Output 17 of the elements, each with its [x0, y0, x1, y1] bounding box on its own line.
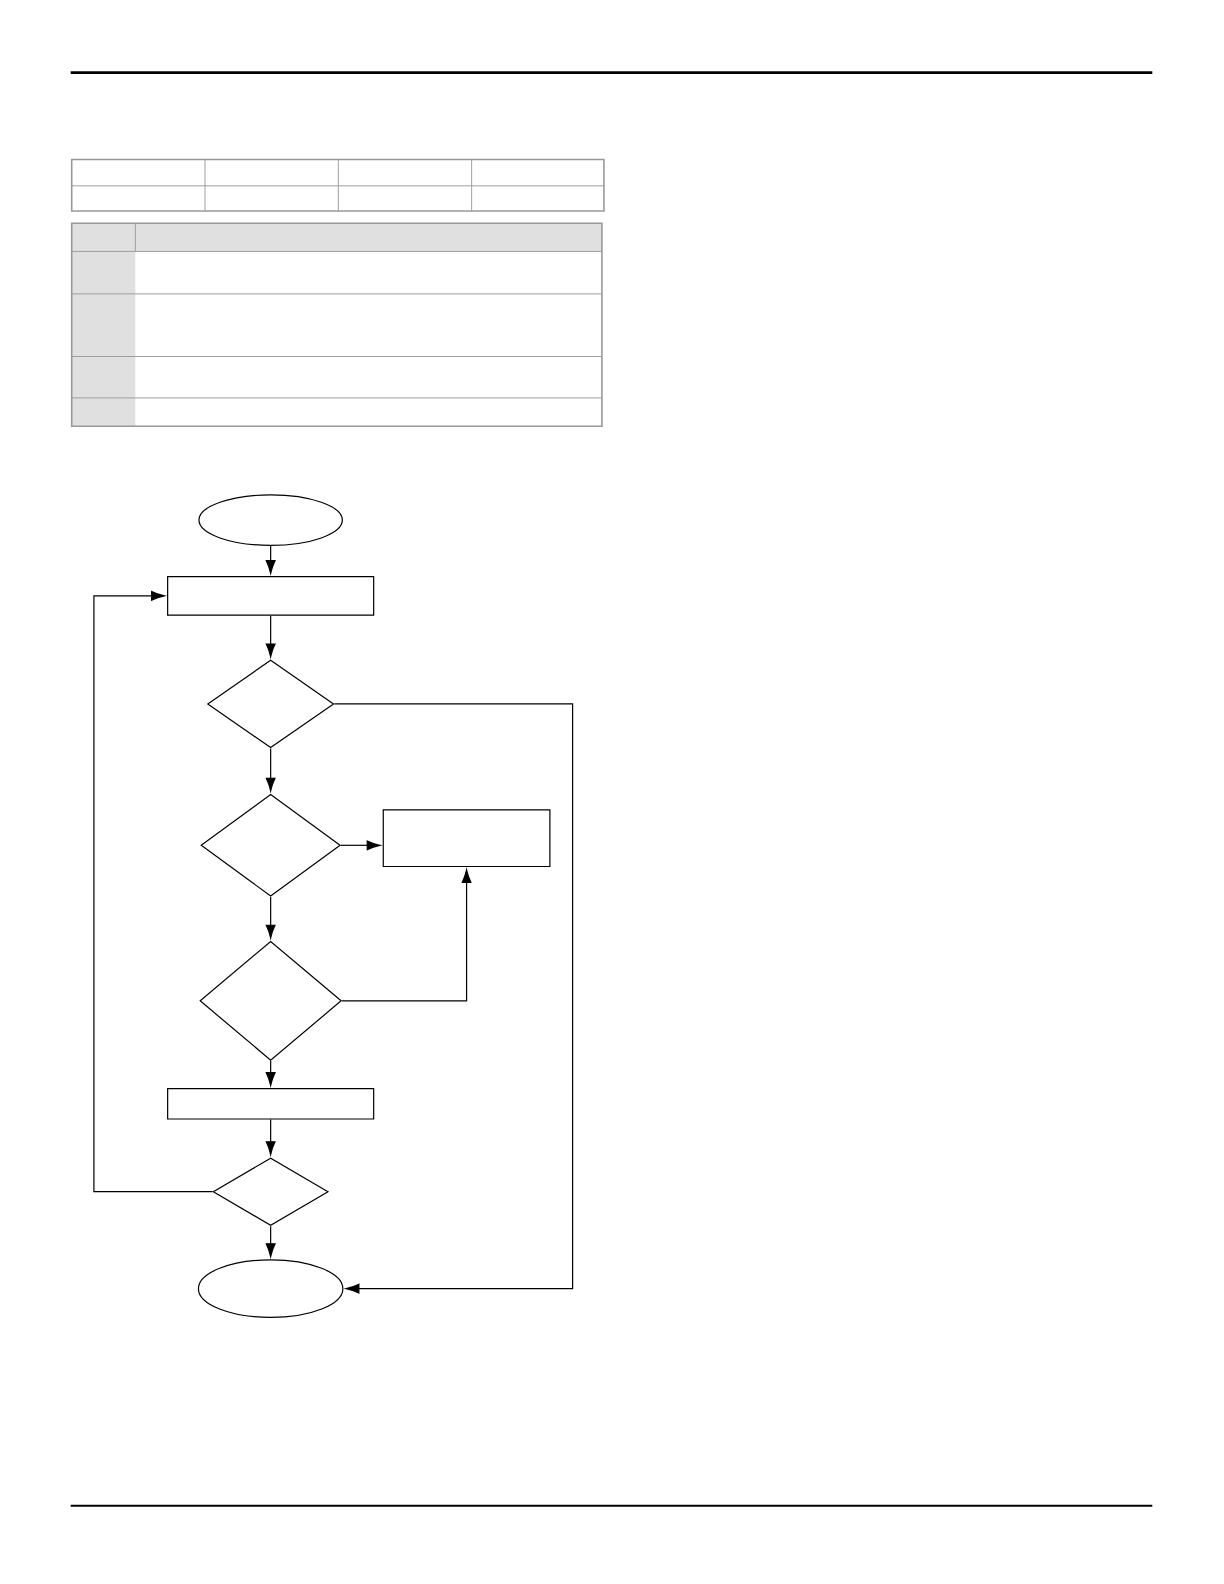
- decision-diamond: [206, 659, 335, 749]
- process-box: [167, 1088, 375, 1120]
- arrow: [265, 1060, 276, 1086]
- arrow: [341, 869, 472, 1002]
- process-box: [382, 809, 551, 868]
- terminal-oval: [198, 494, 343, 546]
- arrow: [265, 615, 276, 658]
- arrow: [265, 896, 276, 939]
- arrow: [333, 703, 574, 1294]
- arrow: [265, 545, 276, 574]
- arrow: [265, 1225, 276, 1258]
- process-box: [167, 576, 375, 616]
- arrow: [265, 1119, 276, 1156]
- arrow: [93, 590, 214, 1193]
- arrow: [340, 840, 381, 851]
- arrow: [265, 747, 276, 792]
- terminal-oval: [197, 1259, 344, 1319]
